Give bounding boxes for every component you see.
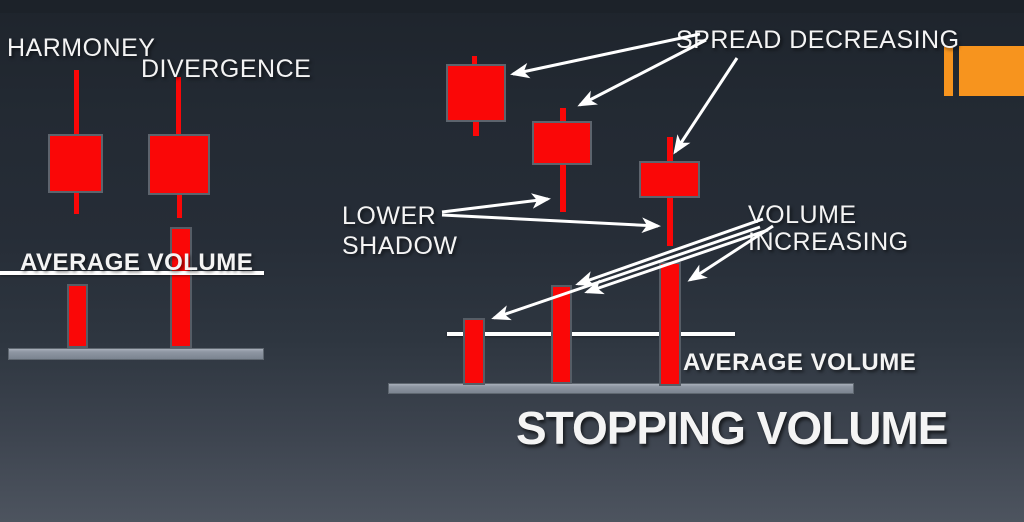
label-average-volume-left: AVERAGE VOLUME (20, 249, 254, 276)
left-candle-1-wick-2 (74, 191, 79, 214)
left-candle-1-wick-1 (74, 70, 79, 136)
right-candle-3-wick-2 (667, 196, 673, 246)
right-candle-2-wick-2 (560, 163, 566, 212)
left-baseline (8, 348, 264, 360)
left-volume-bar-1 (67, 284, 88, 348)
volume-increasing-arrow-1 (491, 225, 761, 321)
lower-shadow-arrow-1 (441, 193, 551, 214)
left-volume-bar-2 (170, 227, 192, 348)
spread-arrow-1 (510, 32, 701, 79)
left-candle-2-body (148, 134, 210, 195)
spread-arrow-3 (673, 57, 739, 155)
right-volume-bar-3 (659, 262, 681, 386)
right-volume-bar-1 (463, 318, 485, 385)
right-volume-bar-2 (551, 285, 572, 384)
left-average-volume-line (0, 271, 264, 275)
right-average-volume-line (447, 332, 735, 336)
right-candle-3-wick-1 (667, 137, 673, 163)
right-candle-2-wick-1 (560, 108, 566, 123)
right-candle-1-body (446, 64, 506, 122)
label-lower-shadow: LOWER SHADOW (342, 202, 458, 260)
slide-title-stopping-volume: STOPPING VOLUME (516, 402, 948, 454)
right-candle-1-wick-2 (473, 120, 479, 136)
orange-accent-main (959, 46, 1024, 96)
right-baseline (388, 383, 854, 394)
label-volume-increasing: VOLUME INCREASING (748, 201, 909, 256)
left-candle-2-wick-1 (176, 77, 181, 136)
right-candle-3-body (639, 161, 700, 198)
label-average-volume-right: AVERAGE VOLUME (683, 349, 917, 376)
orange-accent-thin (944, 46, 953, 96)
top-dark-strip (0, 0, 1024, 13)
right-candle-1-wick-1 (472, 56, 477, 66)
left-candle-1-body (48, 134, 103, 193)
lower-shadow-arrow-2 (441, 213, 661, 233)
label-harmoney: HARMONEY (7, 34, 156, 62)
left-candle-2-wick-2 (177, 193, 182, 218)
label-spread-decreasing: SPREAD DECREASING (676, 26, 960, 54)
right-candle-2-body (532, 121, 592, 165)
label-divergence: DIVERGENCE (141, 55, 312, 83)
